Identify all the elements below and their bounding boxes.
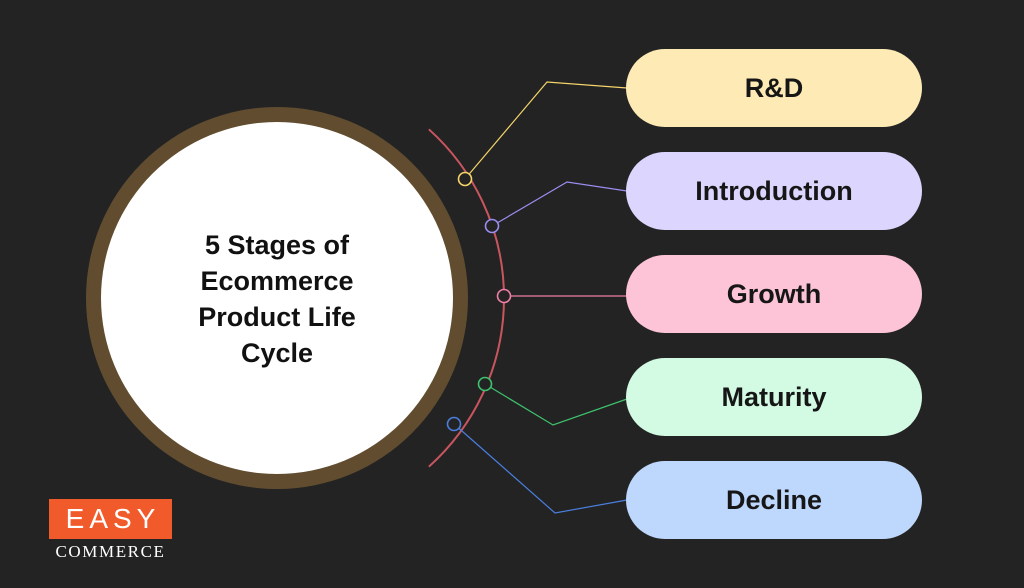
brand-logo: EASY COMMERCE bbox=[49, 499, 172, 562]
connector-node bbox=[484, 218, 500, 234]
connector-node bbox=[446, 416, 462, 432]
connector-node bbox=[496, 288, 512, 304]
stage-introduction: Introduction bbox=[626, 152, 922, 230]
connector-line bbox=[491, 181, 628, 227]
connector-node bbox=[457, 171, 473, 187]
connector-line bbox=[464, 81, 628, 180]
stage-decline: Decline bbox=[626, 461, 922, 539]
connector-line bbox=[484, 383, 628, 426]
connector-node bbox=[477, 376, 493, 392]
stage-rd: R&D bbox=[626, 49, 922, 127]
stage-growth: Growth bbox=[626, 255, 922, 333]
stage-maturity: Maturity bbox=[626, 358, 922, 436]
center-circle: 5 Stages of Ecommerce Product Life Cycle bbox=[101, 122, 453, 474]
logo-mark: EASY bbox=[49, 499, 172, 539]
logo-subtitle: COMMERCE bbox=[55, 542, 166, 561]
connector-line bbox=[453, 423, 628, 514]
diagram-title: 5 Stages of Ecommerce Product Life Cycle bbox=[198, 230, 356, 368]
